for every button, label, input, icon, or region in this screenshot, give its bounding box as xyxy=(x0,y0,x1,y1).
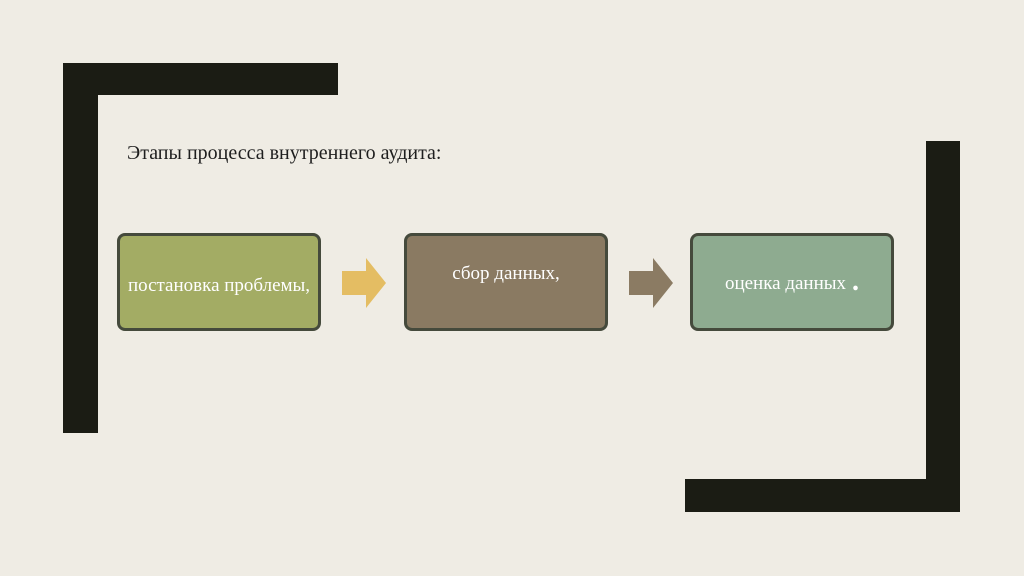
step-label-group: оценка данных. xyxy=(724,265,860,297)
slide-title: Этапы процесса внутреннего аудита: xyxy=(127,142,442,164)
frame-bottom-bar xyxy=(685,479,960,512)
step-box-problem: постановка проблемы, xyxy=(117,233,321,331)
step-label: сбор данных, xyxy=(452,262,560,284)
arrow-right-icon xyxy=(342,258,386,308)
frame-right-bar xyxy=(926,141,960,512)
frame-top-bar xyxy=(63,63,338,95)
arrow-right-icon xyxy=(629,258,673,308)
step-label: постановка проблемы, xyxy=(127,274,311,296)
step-label: оценка данных xyxy=(724,272,847,294)
step-label-period: . xyxy=(852,265,860,297)
step-box-data-collection: сбор данных, xyxy=(404,233,608,331)
frame-left-bar xyxy=(63,63,98,433)
step-box-data-evaluation: оценка данных. xyxy=(690,233,894,331)
